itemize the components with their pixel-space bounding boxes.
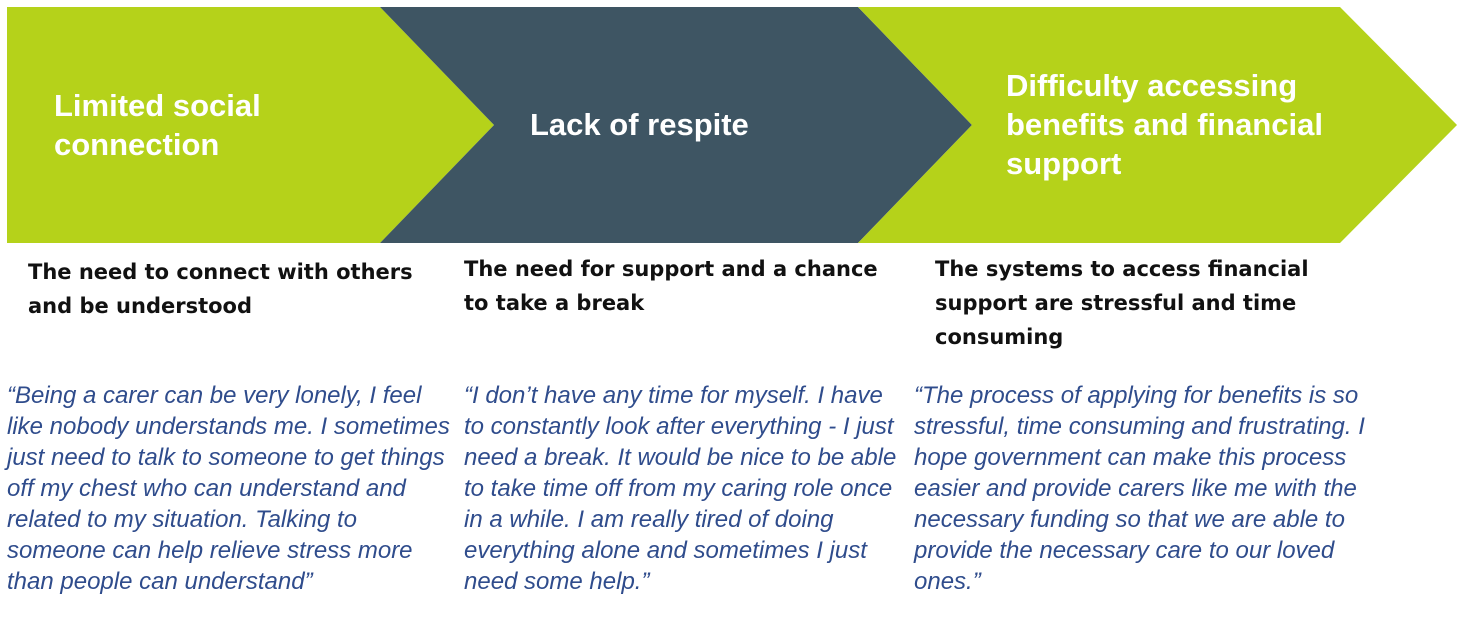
stage-2-title: Lack of respite <box>530 107 749 142</box>
stage-2-quote: “I don’t have any time for myself. I hav… <box>464 382 897 595</box>
stage-1-title: Limited social connection <box>54 88 261 162</box>
stage-1-need: The need to connect with others and be u… <box>28 260 413 318</box>
chevron-process-arrows <box>7 7 1457 243</box>
stage-3-title: Difficulty accessing benefits and financ… <box>1006 68 1323 181</box>
chevron-stage-2 <box>380 7 972 243</box>
stage-3-quote: “The process of applying for benefits is… <box>914 382 1365 595</box>
stage-2-need: The need for support and a chance to tak… <box>464 257 878 315</box>
stage-3-need: The systems to access financial support … <box>935 257 1309 349</box>
chevron-stage-1 <box>7 7 494 243</box>
stage-1-quote: “Being a carer can be very lonely, I fee… <box>7 382 450 595</box>
chevron-stage-3 <box>858 7 1457 243</box>
